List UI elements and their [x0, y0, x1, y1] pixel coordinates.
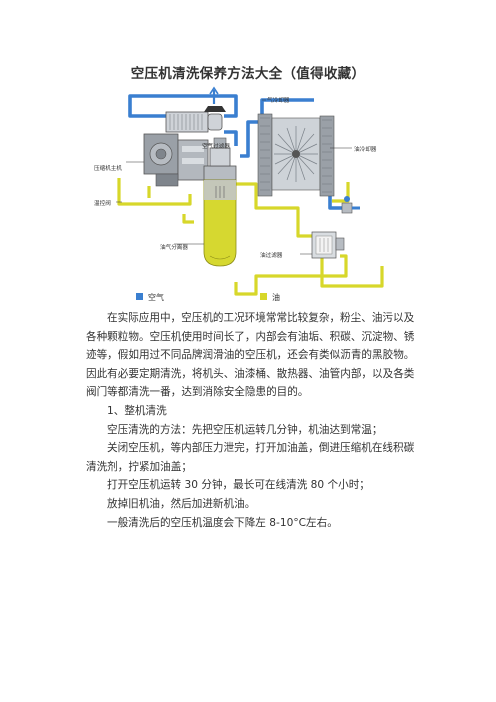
- legend-swatch-air: [136, 293, 143, 300]
- legend-label-air: 空气: [148, 292, 164, 302]
- label-compressor-head: 压缩机主机: [94, 164, 122, 172]
- oil-piping: [117, 178, 384, 296]
- air-filter: [165, 86, 226, 133]
- body-line-cleaning-method: 空压清洗的方法：先把空压机运转几分钟，机油达到常温；: [107, 423, 383, 436]
- compressor-flow-diagram: 气冷却器 空气过滤器 油冷却器 压缩机主机 温控阀 油气分离器 油过滤器 空气 …: [94, 86, 384, 302]
- cooler-assembly: [257, 113, 335, 197]
- discharge-valve: [341, 196, 360, 214]
- body-line-replace-oil: 放掉旧机油，然后加进新机油。: [107, 497, 256, 510]
- compressor-head: [143, 133, 209, 187]
- label-oil-cooler: 油冷却器: [354, 145, 377, 153]
- label-air-cooler: 气冷却器: [267, 96, 290, 104]
- legend-label-oil: 油: [272, 292, 280, 302]
- document-title: 空压机清洗保养方法大全（值得收藏）: [130, 66, 366, 82]
- oil-filter: [311, 231, 345, 259]
- label-oil-filter: 油过滤器: [260, 251, 283, 259]
- document-body: 在实际应用中，空压机的工况环境常常比较复杂，粉尘、油污以及各种颗粒物。空压机使用…: [86, 309, 424, 532]
- label-air-filter: 空气过滤器: [202, 142, 230, 150]
- label-oil-separator: 油气分离器: [160, 243, 188, 251]
- legend-swatch-oil: [260, 293, 267, 300]
- oil-separator-tank: [203, 137, 237, 267]
- body-line-run-30-min: 打开空压机运转 30 分钟，最长可在线清洗 80 个小时；: [107, 479, 370, 492]
- air-piping: [128, 94, 342, 210]
- body-line-add-cleaner: 关闭空压机，等内部压力泄完，打开加油盖，倒进压缩机在线积碳清洗剂，拧紧加油盖；: [86, 442, 415, 473]
- diagram-legend: 空气 油: [136, 292, 280, 302]
- label-intake-valve: 温控阀: [94, 199, 111, 207]
- body-line-temperature-drop: 一般清洗后的空压机温度会下降左 8-10°C左右。: [107, 516, 338, 529]
- section-heading-whole-machine-cleaning: 1、整机清洗: [107, 404, 167, 417]
- body-paragraph-intro: 在实际应用中，空压机的工况环境常常比较复杂，粉尘、油污以及各种颗粒物。空压机使用…: [86, 312, 415, 399]
- leader-lines: [116, 99, 352, 255]
